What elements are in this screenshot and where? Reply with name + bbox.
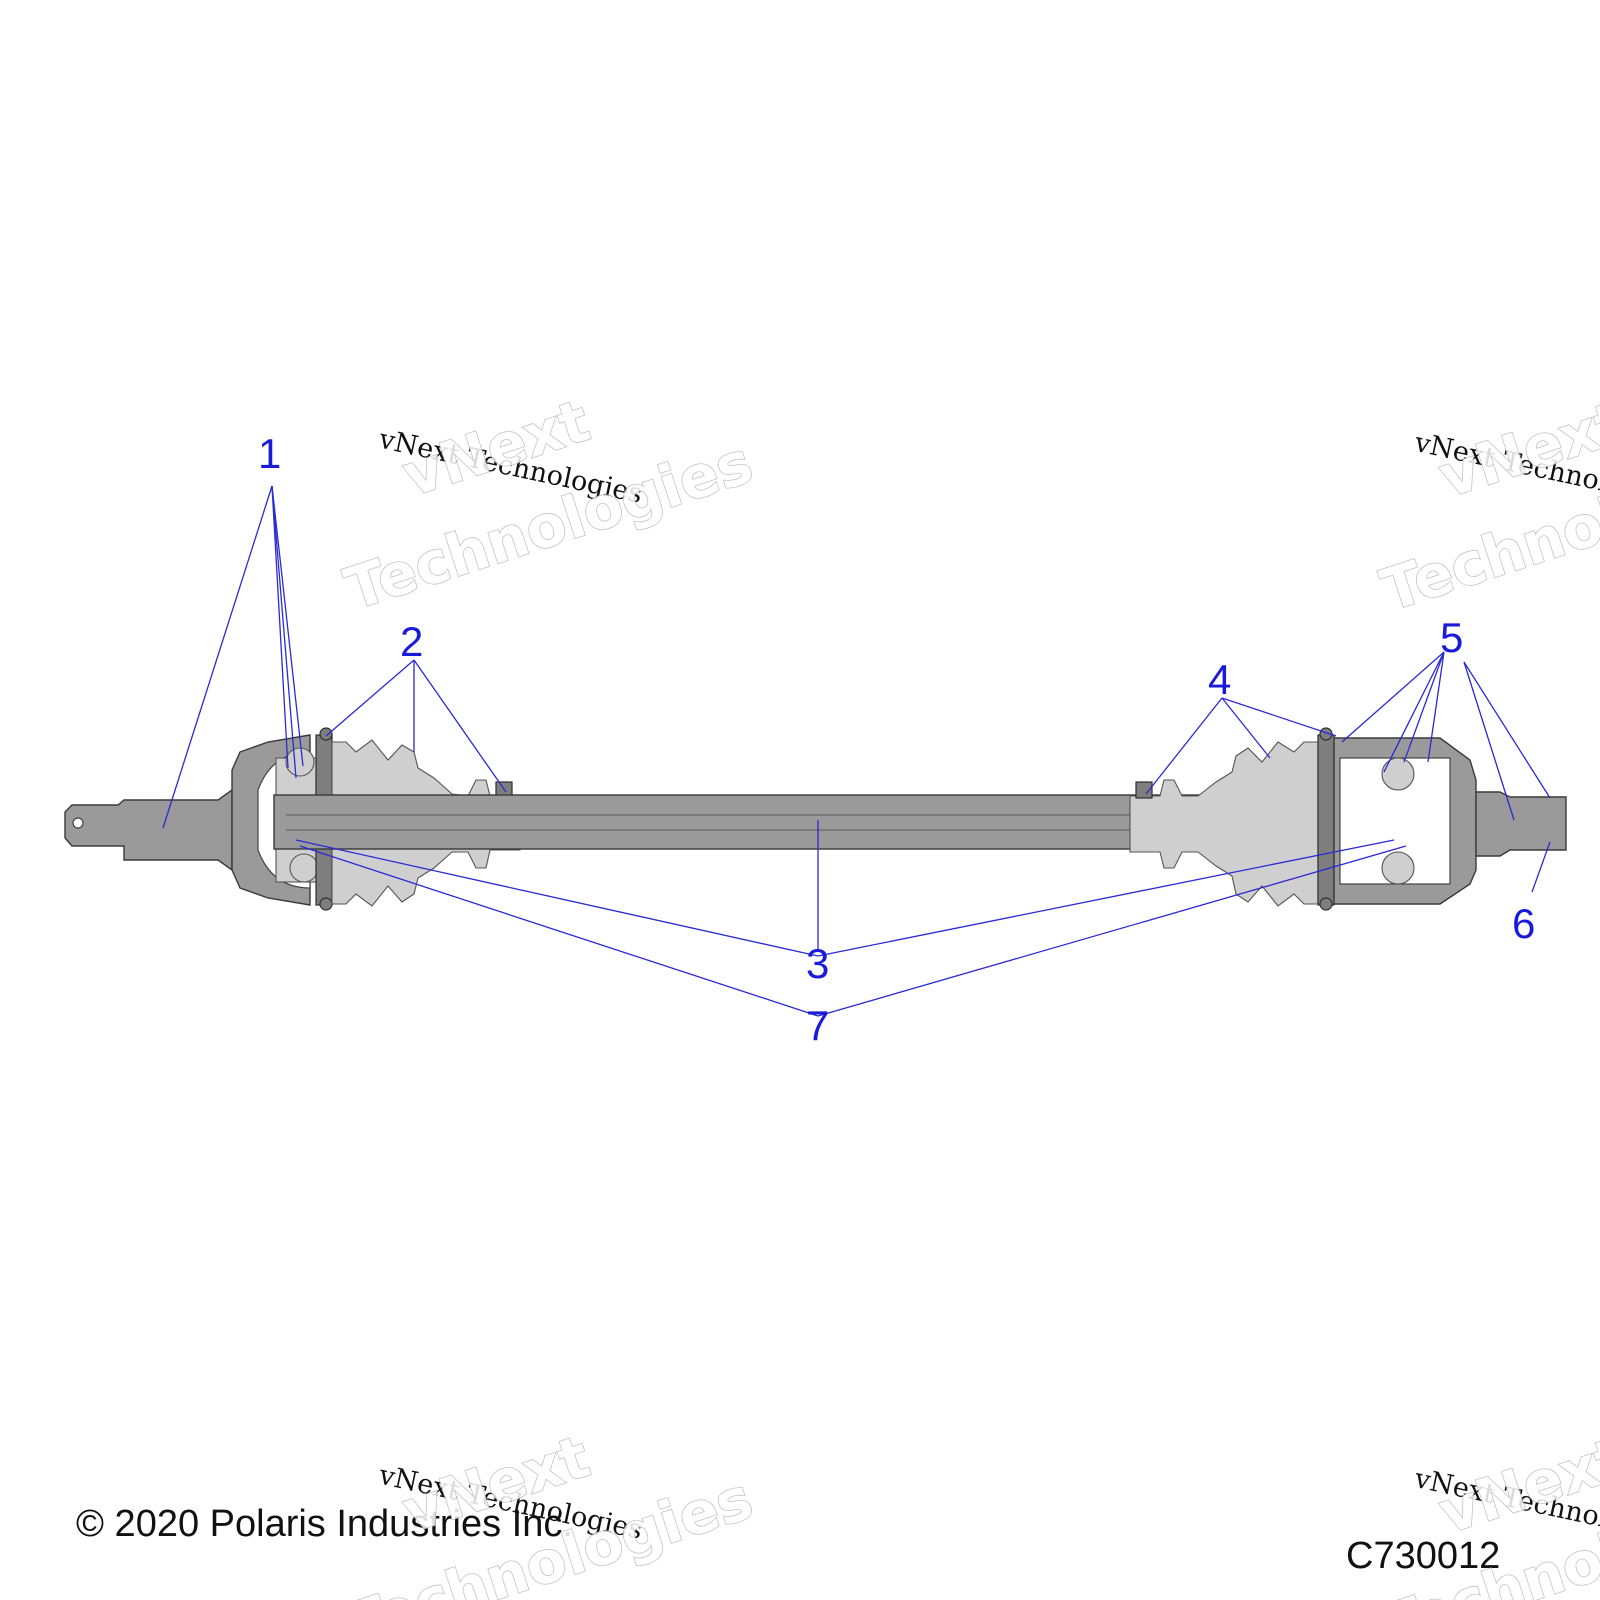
leader-5f — [1463, 661, 1551, 799]
leader-6 — [1531, 841, 1551, 893]
left-stub-shaft — [64, 788, 233, 872]
watermark-big-1: vNext — [1431, 388, 1600, 512]
left-clamp-top — [319, 727, 333, 741]
axle-assembly — [64, 727, 1567, 911]
right-stub-shaft — [1475, 791, 1567, 857]
right-cv-roller-bottom — [1381, 851, 1415, 885]
leader-3a — [295, 839, 819, 957]
watermark-big-1: vNext — [1431, 1424, 1600, 1548]
right-boot-flange — [1317, 734, 1335, 906]
figure-code: C730012 — [1346, 1535, 1500, 1577]
leader-4b — [1221, 697, 1271, 759]
leader-1a — [162, 485, 273, 829]
leader-5a — [1341, 651, 1445, 743]
leader-1d — [271, 485, 304, 767]
left-clamp-bottom — [319, 897, 333, 911]
leader-2a — [325, 659, 415, 737]
callout-6: 6 — [1512, 900, 1535, 947]
callout-numbers: 1 2 3 4 5 6 7 — [258, 430, 1535, 1049]
leader-1c — [271, 485, 297, 779]
callout-7: 7 — [806, 1002, 829, 1049]
right-boot — [1129, 741, 1319, 907]
callout-1: 1 — [258, 430, 281, 477]
leader-1b — [271, 485, 289, 769]
leader-4a — [1145, 697, 1223, 795]
leader-3c — [817, 839, 1395, 957]
left-stub-hole — [72, 817, 84, 829]
leader-5d — [1427, 651, 1445, 763]
right-cv-roller-top — [1381, 757, 1415, 791]
callout-3: 3 — [806, 940, 829, 987]
leader-4c — [1221, 697, 1337, 737]
callout-4: 4 — [1208, 656, 1231, 703]
right-clamp-bottom — [1319, 897, 1333, 911]
leader-2c — [413, 659, 507, 793]
right-boot-clamp-small — [1135, 781, 1153, 799]
leader-lines — [162, 485, 1551, 1017]
leader-5b — [1383, 651, 1445, 773]
left-cv-ball-bottom — [289, 853, 319, 883]
leader-5e — [1463, 661, 1515, 821]
callout-2: 2 — [400, 618, 423, 665]
leader-7b — [817, 845, 1407, 1017]
leader-7a — [299, 845, 819, 1017]
callout-5: 5 — [1440, 614, 1463, 661]
left-cv-ball-top — [285, 747, 315, 777]
copyright-text: © 2020 Polaris Industries Inc. — [76, 1503, 573, 1545]
leader-5c — [1403, 651, 1445, 763]
